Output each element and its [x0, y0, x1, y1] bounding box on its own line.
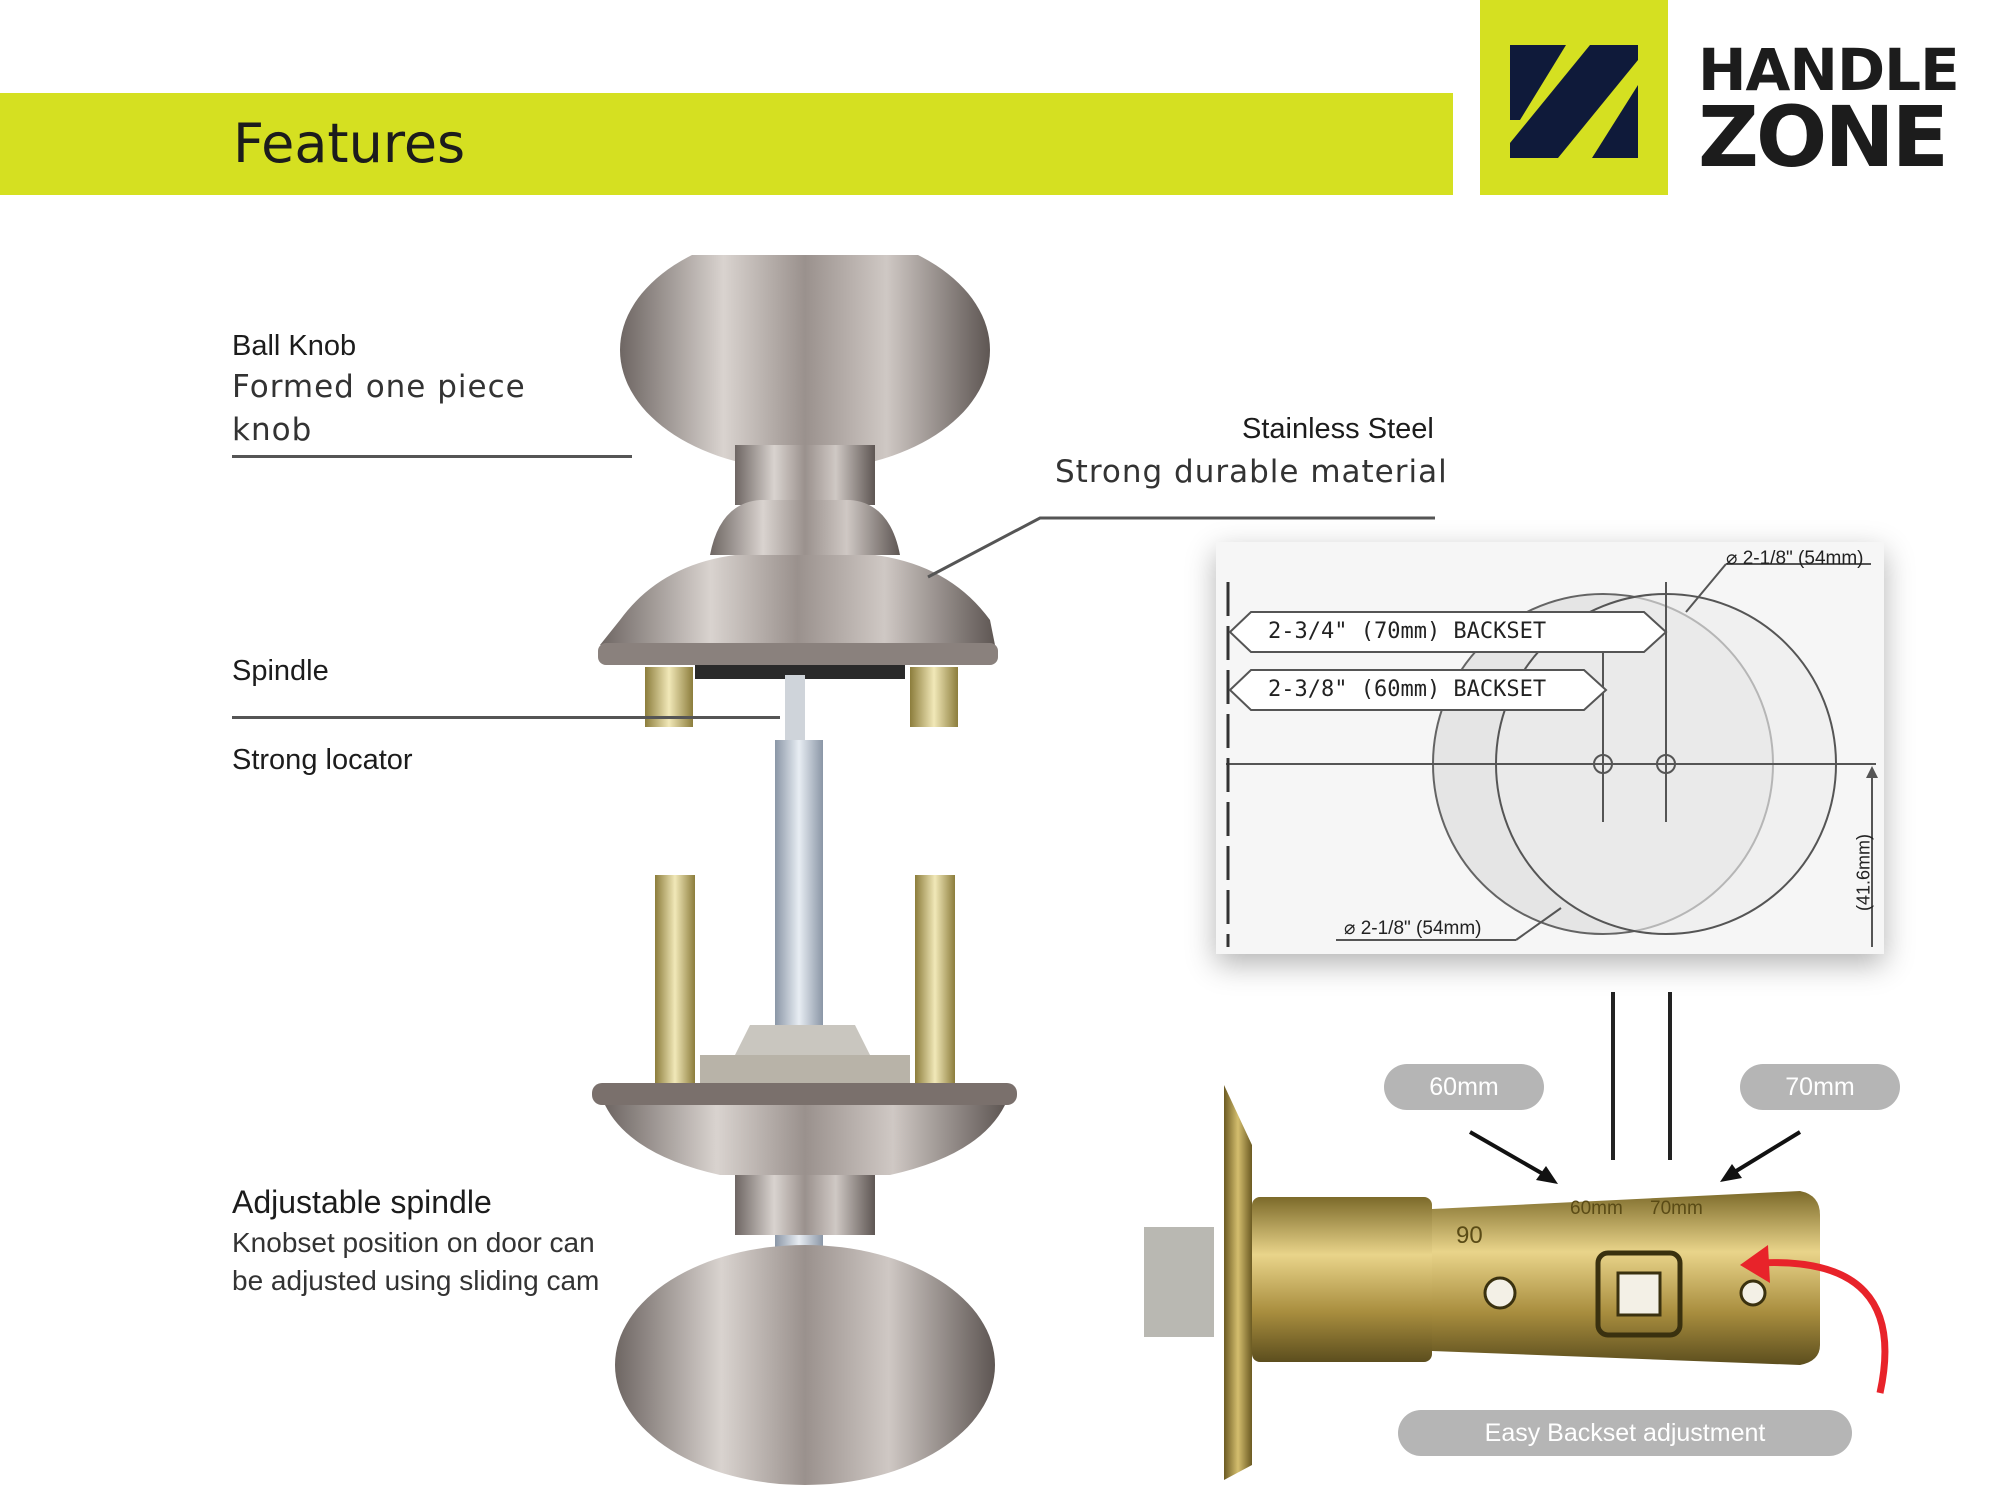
diameter-bottom-label: ⌀ 2-1/8" (54mm) — [1344, 918, 1482, 939]
stainless-steel-desc: Strong durable material — [1055, 454, 1448, 490]
pointer-arrows-icon — [1469, 1130, 1802, 1184]
adjustable-spindle-title: Adjustable spindle — [232, 1184, 492, 1220]
spindle-rule — [232, 716, 780, 719]
adjustable-spindle-desc-line1: Knobset position on door can — [232, 1227, 595, 1258]
pill-60mm: 60mm — [1384, 1064, 1544, 1110]
header-bar — [0, 93, 1453, 195]
latch-stamp-70mm: 70mm — [1650, 1198, 1703, 1219]
stainless-leader-line — [927, 516, 1435, 579]
connector-line-70 — [1668, 992, 1672, 1160]
backset-drawing — [1226, 563, 1878, 947]
backset-diagram: ⌀ 2-1/8" (54mm) 2-3/4" (70mm) BACKSET 2-… — [1216, 542, 1884, 954]
backset-70-label: 2-3/4" (70mm) BACKSET — [1268, 619, 1547, 644]
easy-backset-caption: Easy Backset adjustment — [1398, 1410, 1852, 1456]
logo-word-zone: ZONE — [1698, 88, 1949, 186]
ball-knob-desc-line2: knob — [232, 412, 313, 448]
spindle-desc: Strong locator — [232, 744, 413, 776]
latch-stamp-60mm: 60mm — [1570, 1198, 1623, 1219]
ball-knob-rule — [232, 455, 632, 458]
ball-knob-title: Ball Knob — [232, 330, 357, 362]
ball-knob-desc-line1: Formed one piece — [232, 369, 526, 405]
adjustable-spindle-desc-line2: be adjusted using sliding cam — [232, 1265, 600, 1296]
pill-70mm: 70mm — [1740, 1064, 1900, 1110]
logo-mark — [1480, 0, 1668, 195]
page-title: Features — [233, 112, 466, 175]
latch-illustration — [1144, 1085, 1889, 1480]
logo-z-icon — [1510, 45, 1638, 158]
knob-illustration — [592, 255, 1017, 1485]
backset-60-label: 2-3/8" (60mm) BACKSET — [1268, 677, 1547, 702]
height-dimension-label: (41.6mm) — [1853, 834, 1874, 912]
logo-word-handle: HANDLE — [1698, 36, 1960, 104]
spindle-title: Spindle — [232, 655, 329, 687]
latch-stamp-90: 90 — [1456, 1222, 1483, 1249]
diameter-top-label: ⌀ 2-1/8" (54mm) — [1726, 548, 1864, 569]
connector-line-60 — [1611, 992, 1615, 1160]
stainless-steel-title: Stainless Steel — [1242, 413, 1434, 445]
